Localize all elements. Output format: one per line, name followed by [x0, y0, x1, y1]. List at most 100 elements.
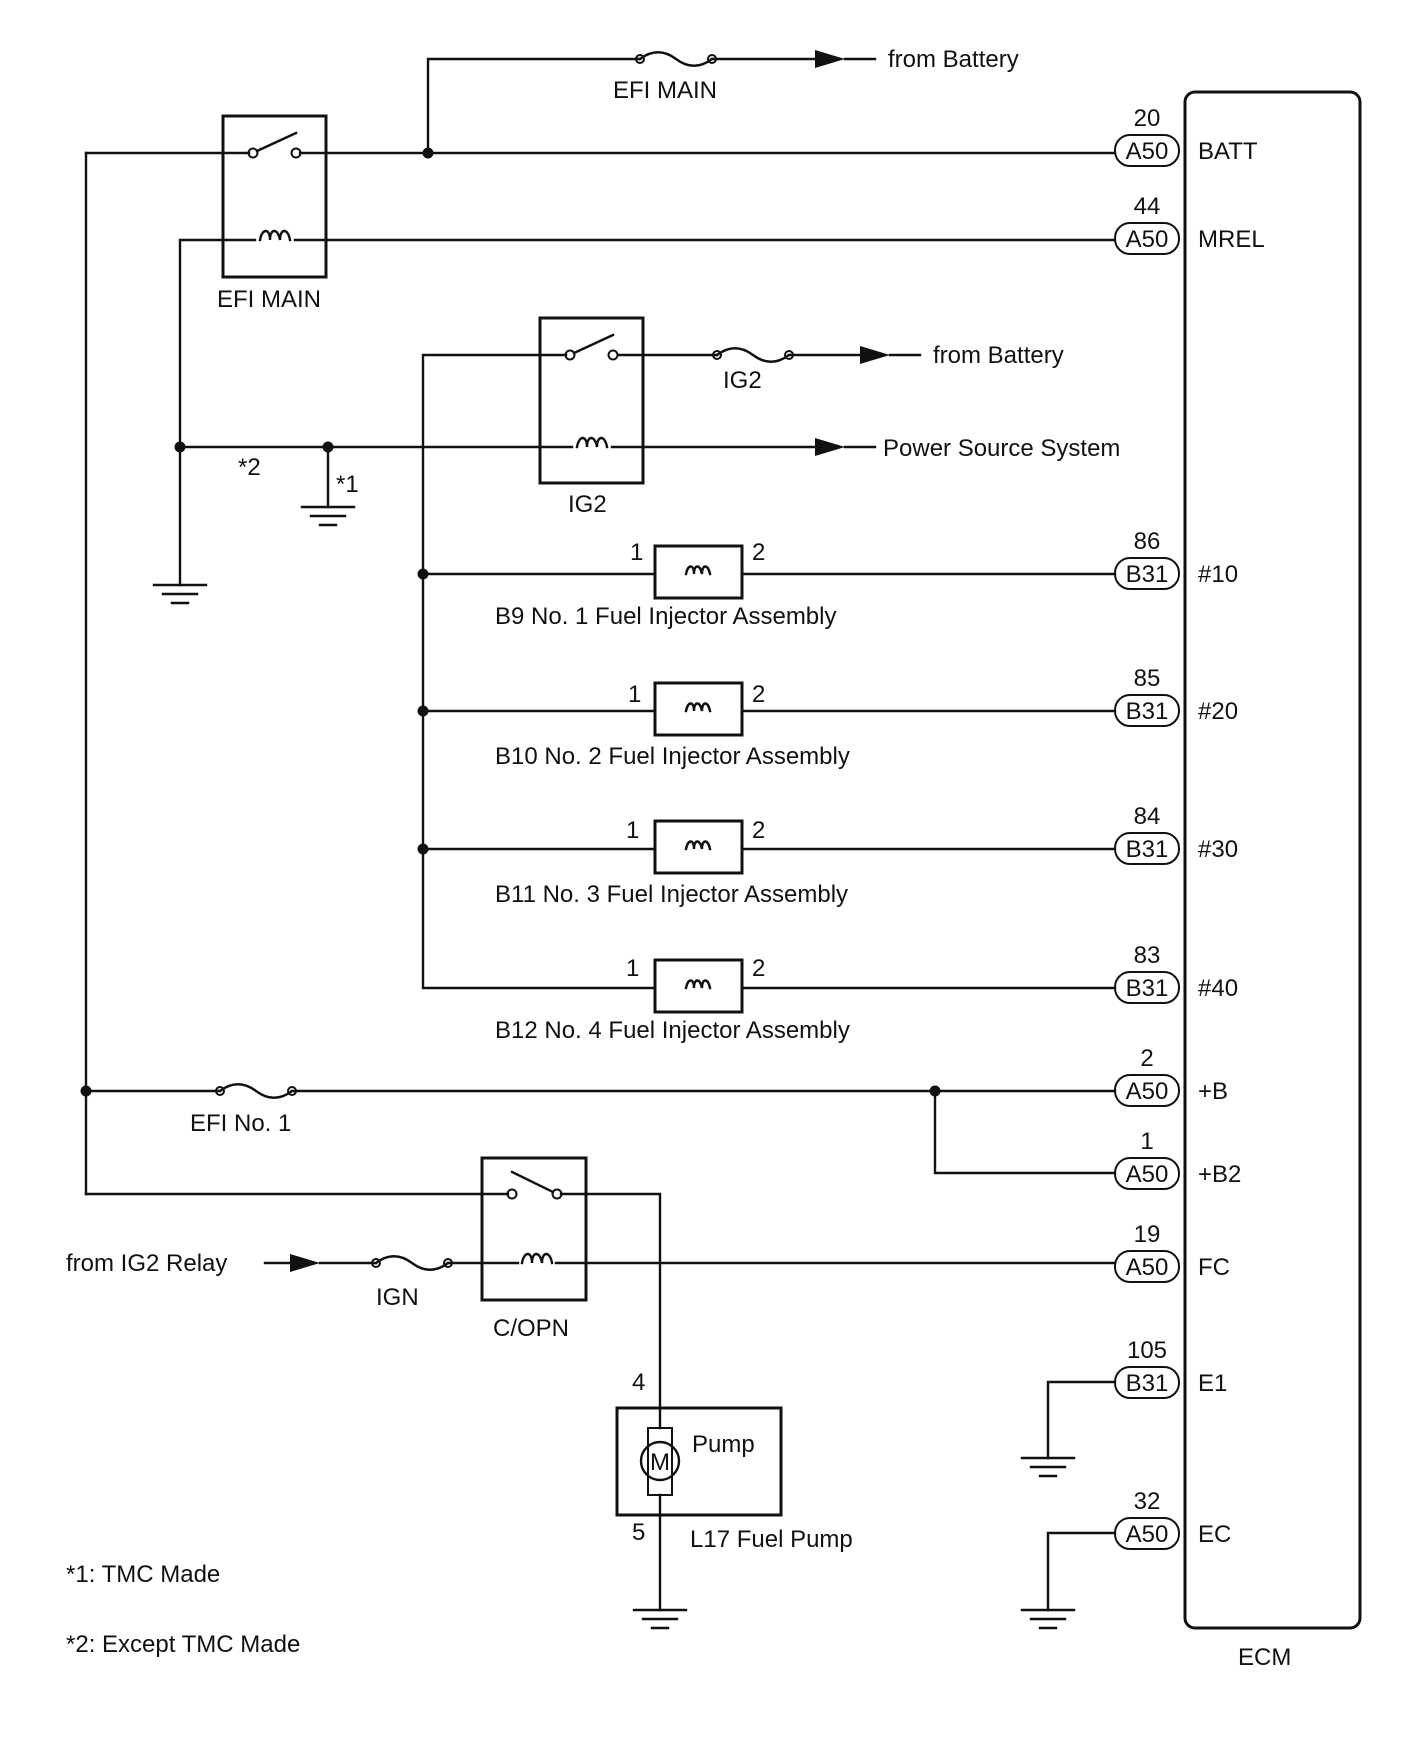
- ground-left-star2: [152, 441, 208, 605]
- terminal-ec: A50 32 EC: [1114, 1488, 1231, 1550]
- efi-main-fuse-line: [426, 50, 877, 155]
- ign-fuse-label: IGN: [376, 1284, 419, 1311]
- svg-text:MREL: MREL: [1198, 226, 1265, 253]
- svg-text:105: 105: [1127, 1337, 1167, 1364]
- fuel-pump-pin-top: 4: [632, 1369, 645, 1396]
- ec-ground: [1020, 1531, 1117, 1630]
- ig2-fuse-line: [616, 346, 922, 364]
- svg-text:+B2: +B2: [1198, 1161, 1241, 1188]
- injector-3: 1 2 B11 No. 3 Fuel Injector Assembly: [421, 817, 1117, 908]
- svg-text:A50: A50: [1126, 1254, 1169, 1281]
- svg-text:B31: B31: [1126, 1370, 1169, 1397]
- power-source-line: [178, 438, 877, 456]
- svg-text:BATT: BATT: [1198, 138, 1258, 165]
- terminal-10: B31 86 #10: [1114, 528, 1238, 590]
- svg-text:84: 84: [1134, 803, 1161, 830]
- svg-text:FC: FC: [1198, 1254, 1230, 1281]
- injector-1: 1 2 B9 No. 1 Fuel Injector Assembly: [421, 539, 1117, 630]
- svg-text:#10: #10: [1198, 561, 1238, 588]
- svg-text:2: 2: [752, 681, 765, 708]
- from-battery-1: from Battery: [888, 46, 1019, 73]
- svg-text:86: 86: [1134, 528, 1161, 555]
- mrel-wire: [178, 238, 1117, 449]
- ground-star1: [300, 441, 356, 527]
- svg-text:#20: #20: [1198, 698, 1238, 725]
- plus-b-wire: [84, 1083, 1117, 1175]
- fc-wire: [263, 1254, 1117, 1272]
- ground-pump: [632, 1608, 688, 1630]
- svg-text:M: M: [650, 1449, 670, 1476]
- ecm-label: ECM: [1238, 1644, 1291, 1671]
- fuel-pump-motor: M: [639, 1427, 681, 1496]
- svg-text:20: 20: [1134, 105, 1161, 132]
- from-ig2-relay: from IG2 Relay: [66, 1250, 227, 1277]
- svg-text:44: 44: [1134, 193, 1161, 220]
- svg-text:B11 No. 3 Fuel Injector Assemb: B11 No. 3 Fuel Injector Assembly: [495, 881, 848, 908]
- terminal-30: B31 84 #30: [1114, 803, 1238, 865]
- efi-main-fuse-label: EFI MAIN: [613, 77, 717, 104]
- injector-2: 1 2 B10 No. 2 Fuel Injector Assembly: [421, 681, 1117, 770]
- svg-text:B31: B31: [1126, 836, 1169, 863]
- pump-supply-wire: [84, 1192, 662, 1430]
- fuel-pump-box: [615, 1406, 783, 1517]
- left-bus: [80, 151, 92, 1196]
- svg-text:B9 No. 1 Fuel Injector Assembl: B9 No. 1 Fuel Injector Assembly: [495, 603, 836, 630]
- terminal-plus-b: A50 2 +B: [1114, 1045, 1228, 1107]
- svg-text:2: 2: [752, 955, 765, 982]
- svg-text:83: 83: [1134, 942, 1161, 969]
- svg-text:A50: A50: [1126, 138, 1169, 165]
- fuel-pump-inner: Pump: [692, 1431, 755, 1458]
- svg-text:A50: A50: [1126, 1078, 1169, 1105]
- efi-no1-fuse-label: EFI No. 1: [190, 1110, 291, 1137]
- ig2-relay-label: IG2: [568, 491, 607, 518]
- terminal-batt: A50 20 BATT: [1114, 105, 1258, 167]
- efi-main-relay-label: EFI MAIN: [217, 286, 321, 313]
- c-opn-relay-switch: [506, 1170, 563, 1200]
- fuel-pump-label: L17 Fuel Pump: [690, 1526, 853, 1553]
- note-1: *1: TMC Made: [66, 1561, 220, 1588]
- batt-wire: [84, 147, 1117, 159]
- svg-text:B12 No. 4 Fuel Injector Assemb: B12 No. 4 Fuel Injector Assembly: [495, 1017, 850, 1044]
- from-battery-2: from Battery: [933, 342, 1064, 369]
- c-opn-relay-coil: [520, 1252, 554, 1265]
- ig2-relay-box: [538, 316, 645, 485]
- svg-text:B31: B31: [1126, 698, 1169, 725]
- svg-text:1: 1: [626, 955, 639, 982]
- injector-4: 1 2 B12 No. 4 Fuel Injector Assembly: [495, 955, 1117, 1044]
- e1-ground: [1020, 1380, 1117, 1478]
- terminal-40: B31 83 #40: [1114, 942, 1238, 1004]
- svg-text:19: 19: [1134, 1221, 1161, 1248]
- terminal-20: B31 85 #20: [1114, 665, 1238, 727]
- svg-text:2: 2: [752, 539, 765, 566]
- ground-mark-star1: *1: [336, 471, 359, 498]
- terminal-fc: A50 19 FC: [1114, 1221, 1230, 1283]
- note-2: *2: Except TMC Made: [66, 1631, 300, 1658]
- svg-text:+B: +B: [1198, 1078, 1228, 1105]
- svg-text:#30: #30: [1198, 836, 1238, 863]
- svg-text:#40: #40: [1198, 975, 1238, 1002]
- svg-text:EC: EC: [1198, 1521, 1231, 1548]
- svg-text:B31: B31: [1126, 975, 1169, 1002]
- svg-text:A50: A50: [1126, 1521, 1169, 1548]
- efi-main-relay-box: [221, 114, 328, 279]
- power-source-system: Power Source System: [883, 435, 1120, 462]
- svg-text:1: 1: [1140, 1128, 1153, 1155]
- svg-text:1: 1: [626, 817, 639, 844]
- svg-text:A50: A50: [1126, 1161, 1169, 1188]
- svg-text:B31: B31: [1126, 561, 1169, 588]
- efi-main-relay-switch: [247, 131, 302, 159]
- c-opn-relay-box: [480, 1156, 588, 1302]
- svg-text:32: 32: [1134, 1488, 1161, 1515]
- terminal-mrel: A50 44 MREL: [1114, 193, 1265, 255]
- ig2-relay-coil: [575, 436, 609, 449]
- ig2-fuse-label: IG2: [723, 367, 762, 394]
- fuel-pump-pin-bottom: 5: [632, 1519, 645, 1546]
- terminal-plus-b2: A50 1 +B2: [1114, 1128, 1241, 1190]
- svg-text:2: 2: [1140, 1045, 1153, 1072]
- ecm-box: [1183, 90, 1362, 1630]
- efi-main-relay-coil: [258, 229, 292, 242]
- svg-text:1: 1: [630, 539, 643, 566]
- svg-text:2: 2: [752, 817, 765, 844]
- svg-text:A50: A50: [1126, 226, 1169, 253]
